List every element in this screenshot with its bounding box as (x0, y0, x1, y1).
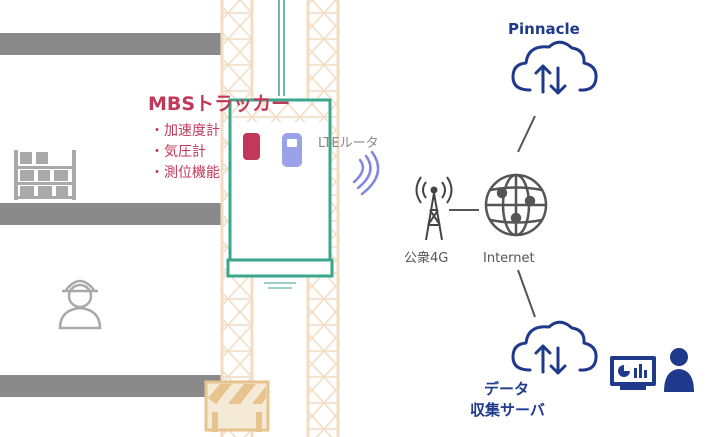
elevator-cage (226, 98, 334, 289)
cloud-sync-icon-top (511, 40, 598, 95)
tracker-device (243, 133, 260, 160)
router-label: LTEルータ (318, 136, 379, 151)
feature-barometer: ・気圧計 (150, 144, 206, 160)
internet-label: Internet (483, 251, 535, 266)
lte-router-device (282, 133, 302, 167)
data-server-label-line1: データ (484, 380, 530, 398)
cloud-top-label: Pinnacle (508, 20, 580, 38)
shelf-icon (14, 150, 76, 200)
cell-tower-icon (415, 176, 453, 241)
tracker-title: MBSトラッカー (148, 93, 291, 115)
wireless-signal-icon (352, 150, 380, 196)
globe-icon (484, 173, 548, 237)
feature-positioning: ・測位機能 (150, 165, 220, 181)
cell-network-label: 公衆4G (404, 251, 449, 266)
building-floors (0, 33, 222, 397)
data-server-label-line2: 収集サーバ (470, 401, 545, 419)
feature-accelerometer: ・加速度計 (150, 123, 220, 139)
barricade-icon (204, 380, 270, 432)
monitor-operator-icon (610, 348, 694, 392)
worker-icon (58, 279, 102, 330)
cloud-sync-icon-bottom (511, 320, 598, 375)
hoist-cables (278, 0, 285, 96)
connection-lines (449, 115, 536, 318)
